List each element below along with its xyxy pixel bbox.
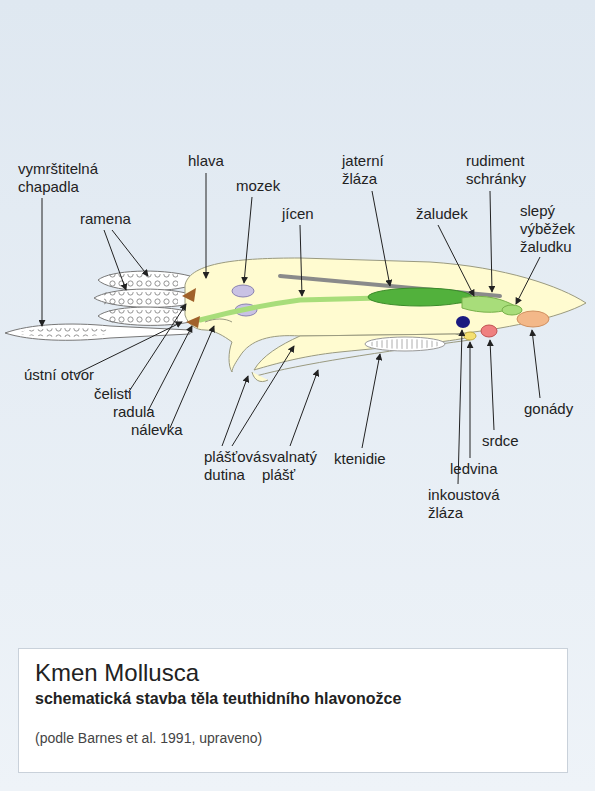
part-label: hlava [188,152,224,170]
part-label: čelisti [94,385,132,403]
caption-heading: Kmen Mollusca [35,659,551,687]
caption-source: (podle Barnes et al. 1991, upraveno) [35,729,551,747]
part-label: mozek [236,177,280,195]
part-label: ktenidie [334,450,386,468]
part-label: ledvina [450,460,498,478]
part-label: slepý výběžek žaludku [520,202,592,256]
part-label: vymrštitelná chapadla [18,160,118,196]
caption-subtitle: schematická stavba těla teuthidního hlav… [35,689,551,709]
part-label: jaterní žláza [342,152,404,188]
part-label: radula [113,403,155,421]
part-label: gonády [524,400,573,418]
part-label: žaludek [416,205,468,223]
part-label: ústní otvor [24,366,94,384]
part-label: jícen [282,205,314,223]
part-label: inkoustová žláza [428,486,518,522]
part-label: ramena [80,210,131,228]
part-label: rudiment schránky [466,152,546,188]
part-label: nálevka [131,421,183,439]
caption-box: Kmen Molluscaschematická stavba těla teu… [18,648,568,773]
part-label: svalnatý plášť [262,448,334,484]
part-label: srdce [482,432,519,450]
